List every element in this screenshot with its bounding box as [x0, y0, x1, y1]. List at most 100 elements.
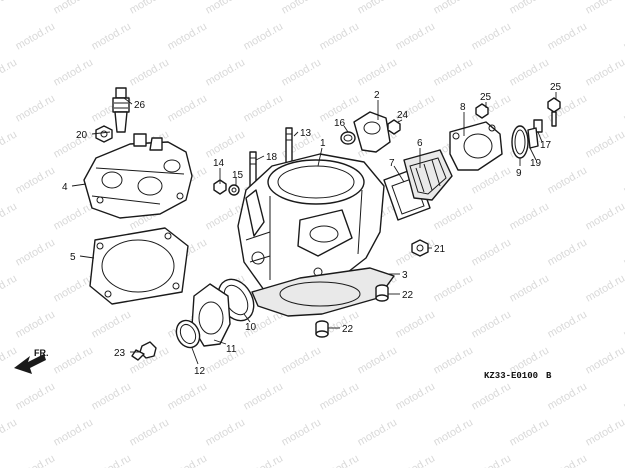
watermark-text: motod.ru: [0, 344, 19, 376]
watermark-text: motod.ru: [128, 0, 172, 17]
reed-valve: [403, 149, 453, 201]
diagram-code: KZ33-E0100 B: [484, 371, 552, 381]
watermark-text: motod.ru: [432, 416, 476, 448]
callout-6: 6: [417, 138, 423, 149]
leader-lines: [71, 92, 557, 365]
water-joint: [353, 111, 391, 153]
watermark-text: motod.ru: [0, 128, 19, 160]
watermark-text: motod.ru: [432, 0, 476, 17]
watermark-text: motod.ru: [584, 272, 625, 304]
watermark-text: motod.ru: [90, 308, 134, 340]
clamp-band: [511, 125, 529, 159]
watermark-text: motod.ru: [508, 416, 552, 448]
direction-label: FR.: [34, 348, 49, 358]
callout-22b: 22: [342, 324, 354, 335]
dowel-pin-upper: [375, 284, 389, 302]
watermark-text: motod.ru: [0, 272, 19, 304]
watermark-text: motod.ru: [52, 344, 96, 376]
watermark-text: motod.ru: [508, 200, 552, 232]
callout-17: 17: [540, 140, 552, 151]
watermark-text: motod.ru: [242, 92, 286, 124]
callout-22a: 22: [402, 290, 414, 301]
front-direction-arrow-icon: FR.: [14, 348, 49, 374]
watermark-text: motod.ru: [622, 236, 625, 268]
watermark-text: motod.ru: [584, 200, 625, 232]
watermark-text: motod.ru: [394, 20, 438, 52]
watermark-text: motod.ru: [14, 20, 58, 52]
callout-8: 8: [460, 102, 466, 113]
watermark-text: motod.ru: [0, 56, 19, 88]
washer-15: [228, 184, 240, 196]
watermark-text: motod.ru: [432, 56, 476, 88]
callout-25b: 25: [550, 82, 562, 93]
callout-14: 14: [213, 158, 225, 169]
watermark-text: motod.ru: [318, 452, 362, 468]
watermark-text: motod.ru: [204, 416, 248, 448]
callout-18: 18: [266, 152, 278, 163]
dowel-pin-lower: [315, 320, 329, 338]
watermark-text: motod.ru: [318, 20, 362, 52]
watermark-text: motod.ru: [470, 380, 514, 412]
callout-4: 4: [62, 182, 68, 193]
watermark-text: motod.ru: [204, 128, 248, 160]
callout-3: 3: [402, 270, 408, 281]
diagram-code-suffix: B: [546, 371, 552, 381]
watermark-text: motod.ru: [508, 272, 552, 304]
watermark-text: motod.ru: [546, 380, 590, 412]
watermark-text: motod.ru: [508, 0, 552, 17]
watermark-text: motod.ru: [52, 272, 96, 304]
watermark-text: motod.ru: [546, 452, 590, 468]
intake-manifold: [449, 121, 503, 171]
callout-5: 5: [70, 252, 76, 263]
watermark-text: motod.ru: [52, 128, 96, 160]
watermark-text: motod.ru: [584, 416, 625, 448]
watermark-text: motod.ru: [622, 380, 625, 412]
watermark-text: motod.ru: [52, 416, 96, 448]
callout-10: 10: [245, 322, 257, 333]
watermark-text: motod.ru: [546, 308, 590, 340]
clip-19: [527, 127, 539, 149]
watermark-text: motod.ru: [470, 452, 514, 468]
watermark-text: motod.ru: [470, 308, 514, 340]
callout-23: 23: [114, 348, 126, 359]
watermark-text: motod.ru: [14, 452, 58, 468]
watermark-text: motod.ru: [318, 380, 362, 412]
watermark-text: motod.ru: [52, 56, 96, 88]
callout-2: 2: [374, 90, 380, 101]
bolt-25-clamp: [547, 97, 561, 127]
exhaust-ring: [175, 319, 201, 349]
diagram-code-text: KZ33-E0100: [484, 371, 538, 381]
callout-24: 24: [397, 110, 409, 121]
watermark-text: motod.ru: [356, 0, 400, 17]
callout-25a: 25: [480, 92, 492, 103]
callout-20: 20: [76, 130, 88, 141]
watermark-text: motod.ru: [622, 92, 625, 124]
watermark-text: motod.ru: [356, 344, 400, 376]
watermark-text: motod.ru: [394, 308, 438, 340]
callout-12: 12: [194, 366, 206, 377]
watermark-text: motod.ru: [432, 200, 476, 232]
callout-7: 7: [389, 158, 395, 169]
watermark-text: motod.ru: [128, 416, 172, 448]
callout-15: 15: [232, 170, 244, 181]
watermark-text: motod.ru: [280, 56, 324, 88]
cylinder-head: [83, 133, 193, 219]
watermark-text: motod.ru: [280, 0, 324, 17]
watermark-text: motod.ru: [14, 308, 58, 340]
watermark-text: motod.ru: [166, 92, 210, 124]
watermark-text: motod.ru: [52, 200, 96, 232]
watermark-text: motod.ru: [622, 308, 625, 340]
watermark-text: motod.ru: [204, 0, 248, 17]
callout-11: 11: [226, 344, 237, 355]
watermark-text: motod.ru: [584, 344, 625, 376]
watermark-text: motod.ru: [622, 164, 625, 196]
head-gasket: [89, 227, 189, 305]
watermark-text: motod.ru: [166, 380, 210, 412]
watermark-text: motod.ru: [432, 344, 476, 376]
watermark-text: motod.ru: [90, 452, 134, 468]
watermark-text: motod.ru: [356, 56, 400, 88]
watermark-text: motod.ru: [280, 344, 324, 376]
watermark-text: motod.ru: [546, 20, 590, 52]
watermark-text: motod.ru: [128, 56, 172, 88]
